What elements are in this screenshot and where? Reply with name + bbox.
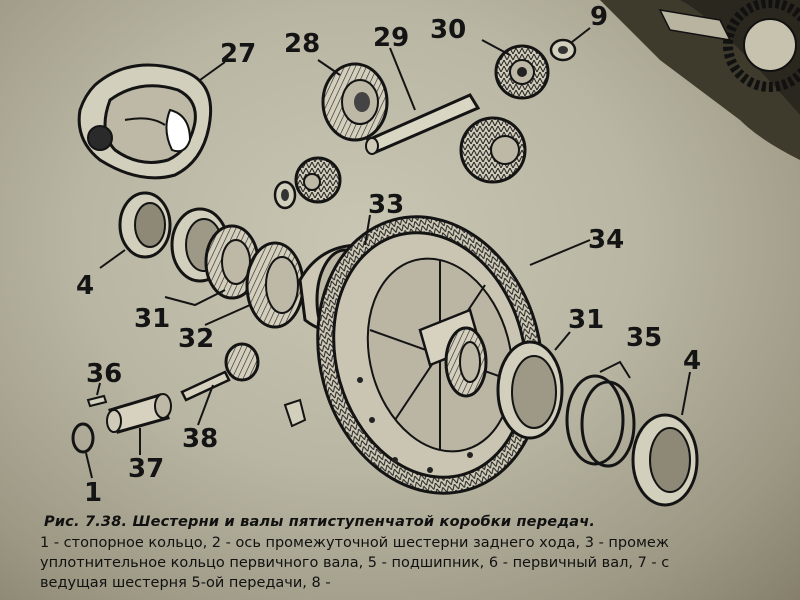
part-36-pin [86,394,108,408]
satellite-gear-left [273,156,342,210]
part-labels: 27 28 29 30 9 33 34 4 31 32 36 37 38 1 3… [76,2,701,508]
label-36: 36 [86,359,122,389]
part-32-ring [245,241,305,329]
caption-line-2: уплотнительное кольцо первичного вала, 5… [40,555,670,571]
label-9: 9 [590,2,608,32]
part-38-gear-shaft [180,342,260,402]
label-35: 35 [626,323,662,353]
part-37-sleeve [106,393,172,434]
label-4-left: 4 [76,271,94,301]
label-34: 34 [588,225,624,255]
caption-title: Рис. 7.38. Шестерни и валы пятиступенчат… [44,514,596,530]
part-1-retaining-ring [71,422,95,454]
satellite-gear-lower [459,116,527,184]
label-32: 32 [178,324,214,354]
part-4-seal-right [631,413,699,507]
adjacent-page-gear [600,0,800,160]
part-31-bearing-left [170,207,260,300]
caption-line-3: ведущая шестерня 5-ой передачи, 8 - [40,575,331,591]
label-38: 38 [182,424,218,454]
label-1: 1 [84,478,102,508]
part-9-washer [549,38,577,62]
label-27: 27 [220,39,256,69]
part-4-seal-left [118,191,172,259]
part-30-satellite-gear [494,44,550,100]
part-31-bearing-right [496,340,564,440]
label-37: 37 [128,454,164,484]
label-31-right: 31 [568,305,604,335]
part-33-34-differential-ring-gear [283,215,544,495]
label-31-left: 31 [134,304,170,334]
part-28-bevel-gear [321,62,389,142]
figure-caption: Рис. 7.38. Шестерни и валы пятиступенчат… [40,514,800,593]
label-33: 33 [368,190,404,220]
label-28: 28 [284,29,320,59]
caption-line-1: 1 - стопорное кольцо, 2 - ось промежуточ… [40,535,669,551]
label-30: 30 [430,15,466,45]
part-27-housing [77,63,213,180]
part-29-shaft [365,93,481,155]
label-29: 29 [373,23,409,53]
part-35-shims [565,374,636,468]
label-4-right: 4 [683,346,701,376]
